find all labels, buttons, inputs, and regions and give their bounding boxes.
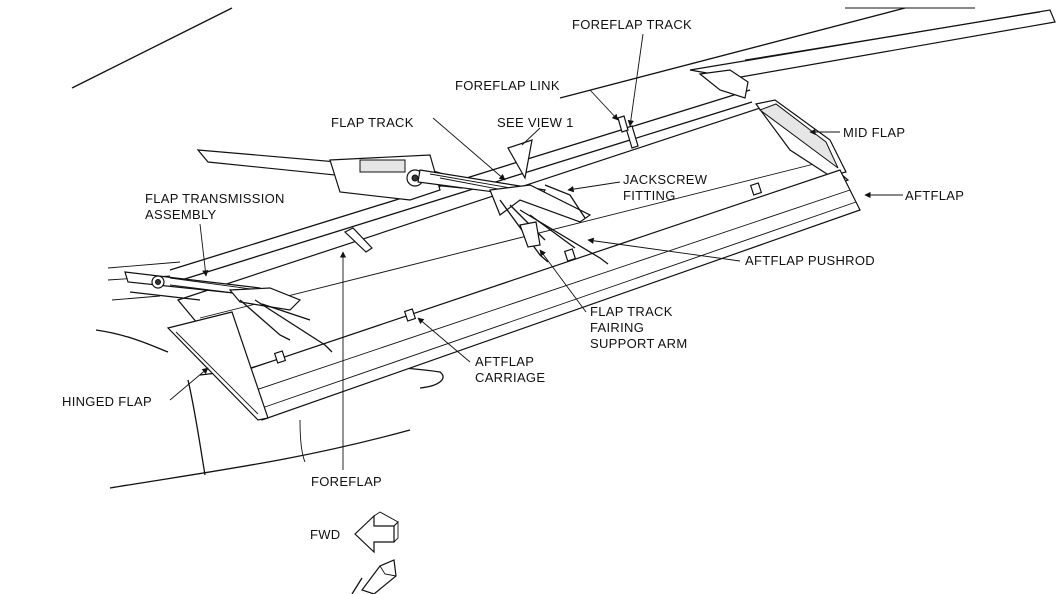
aftflap-carriages bbox=[273, 182, 763, 364]
label-hinged-flap: HINGED FLAP bbox=[62, 394, 152, 409]
fwd-arrow-icon bbox=[354, 511, 399, 554]
mid-flap-panel bbox=[754, 99, 847, 177]
label-mid-flap: MID FLAP bbox=[843, 125, 905, 140]
label-fairing-line-1: FLAP TRACK bbox=[590, 304, 673, 319]
label-jackscrew-line-2: FITTING bbox=[623, 188, 676, 203]
label-flap-transmission-line-1: FLAP TRANSMISSION bbox=[145, 191, 285, 206]
fwd-arrow-lower-icon bbox=[351, 559, 397, 594]
label-aftflap: AFTFLAP bbox=[905, 188, 964, 203]
label-aftflap-carriage-line-2: CARRIAGE bbox=[475, 370, 545, 385]
label-foreflap-link: FOREFLAP LINK bbox=[455, 78, 560, 93]
label-flap-transmission-line-2: ASSEMBLY bbox=[145, 207, 217, 222]
label-fairing-line-3: SUPPORT ARM bbox=[590, 336, 687, 351]
foreflap-track-link bbox=[343, 115, 639, 253]
hinged-flap-panel bbox=[166, 311, 269, 421]
flap-track-mechanism bbox=[196, 149, 546, 201]
label-aftflap-carriage-line-1: AFTFLAP bbox=[475, 354, 534, 369]
label-fwd: FWD bbox=[310, 527, 341, 542]
label-jackscrew-line-1: JACKSCREW bbox=[623, 172, 708, 187]
label-foreflap: FOREFLAP bbox=[311, 474, 382, 489]
leader-lines bbox=[169, 33, 903, 470]
label-see-view-1: SEE VIEW 1 bbox=[497, 115, 574, 130]
callout-labels: FOREFLAP TRACK FOREFLAP LINK FLAP TRACK … bbox=[62, 17, 964, 542]
flap-transmission-mechanism bbox=[124, 271, 333, 353]
jackscrew-cluster bbox=[489, 184, 609, 265]
label-aftflap-pushrod: AFTFLAP PUSHROD bbox=[745, 253, 875, 268]
label-flap-track: FLAP TRACK bbox=[331, 115, 414, 130]
label-fairing-line-2: FAIRING bbox=[590, 320, 644, 335]
see-view-1-pointer bbox=[507, 139, 533, 180]
label-foreflap-track: FOREFLAP TRACK bbox=[572, 17, 692, 32]
